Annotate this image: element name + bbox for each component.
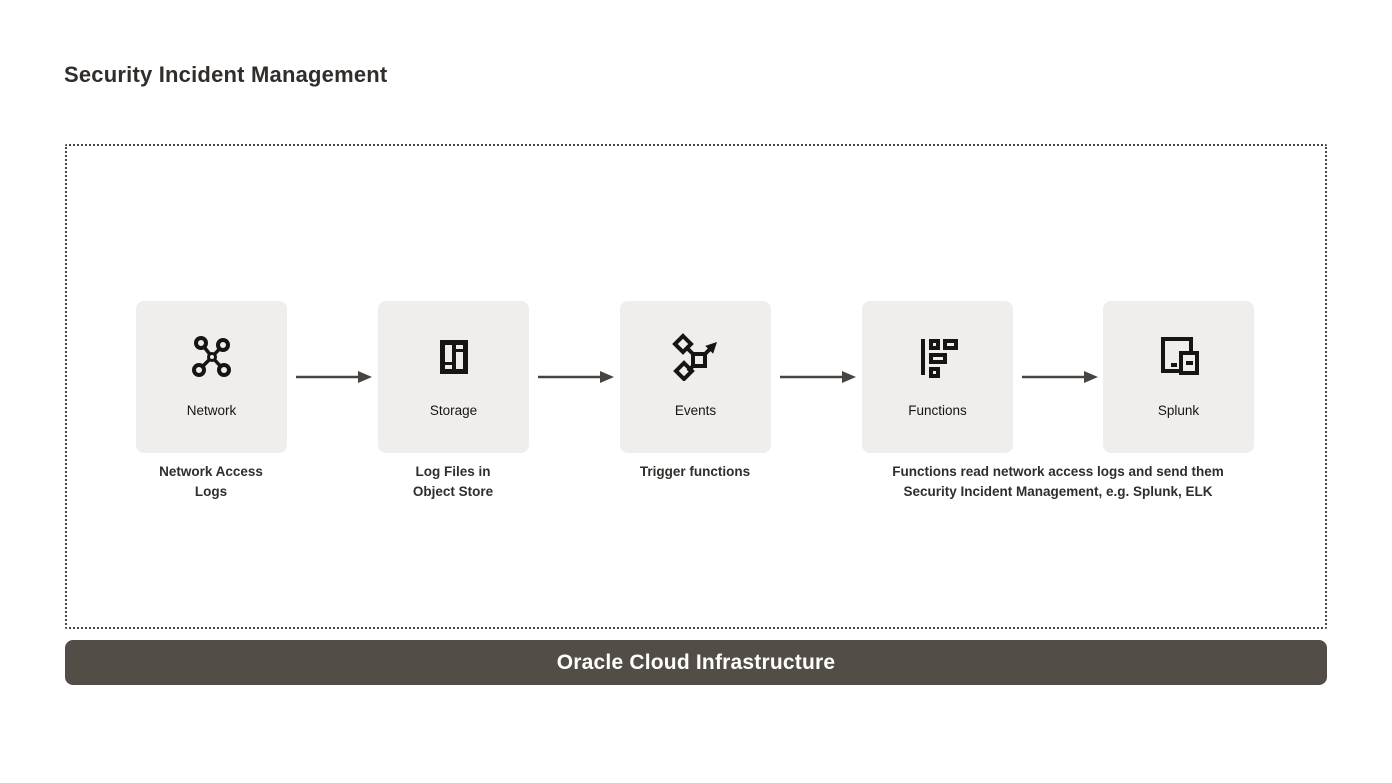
oci-boundary (65, 144, 1327, 629)
flow-arrow (780, 371, 856, 383)
node-label: Functions (908, 403, 967, 418)
node-label: Events (674, 403, 717, 418)
node-card-splunk: Splunk (1103, 301, 1254, 453)
flow-arrow (296, 371, 372, 383)
node-card-events: Events (620, 301, 771, 453)
node-label: Network (186, 403, 237, 418)
splunk-icon (1160, 337, 1199, 375)
node-card-storage: Storage (378, 301, 529, 453)
node-label: Storage (429, 403, 478, 418)
flow-arrow (538, 371, 614, 383)
oci-footer-label: Oracle Cloud Infrastructure (556, 650, 836, 674)
node-card-network: Network (136, 301, 287, 453)
caption-log-files: Log Files in Object Store (412, 464, 494, 499)
functions-icon (920, 339, 958, 378)
node-label: Splunk (1157, 403, 1200, 418)
caption-trigger-functions: Trigger functions (639, 464, 751, 479)
caption-network-access-logs: Network Access Logs (159, 464, 263, 499)
oci-footer-bar: Oracle Cloud Infrastructure (65, 640, 1327, 685)
node-card-functions: Functions (862, 301, 1013, 453)
storage-icon (439, 340, 468, 374)
page-title: Security Incident Management (64, 62, 388, 87)
network-icon (191, 336, 231, 377)
events-icon (671, 333, 717, 381)
flow-arrow (1022, 371, 1098, 383)
caption-functions-send: Functions read network access logs and s… (892, 464, 1224, 499)
